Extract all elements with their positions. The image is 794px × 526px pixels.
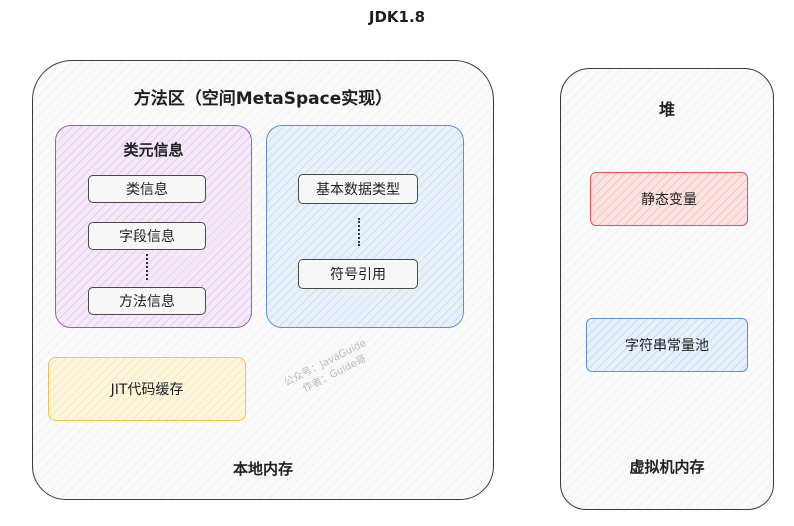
diagram-title: JDK1.8 bbox=[368, 8, 426, 26]
jvm-memory-label: 虚拟机内存 bbox=[629, 458, 705, 476]
class-info-item: 类信息 bbox=[88, 175, 206, 203]
metaspace-title: 方法区（空间MetaSpace实现） bbox=[133, 89, 393, 109]
field-info-item: 字段信息 bbox=[88, 222, 206, 250]
primitive-types-item: 基本数据类型 bbox=[298, 174, 418, 204]
static-vars-box: 静态变量 bbox=[590, 172, 748, 226]
symbol-ref-item: 符号引用 bbox=[298, 259, 418, 289]
data-type-group bbox=[266, 125, 464, 328]
class-meta-ellipsis bbox=[146, 254, 148, 280]
class-meta-title: 类元信息 bbox=[123, 141, 184, 159]
static-vars-label: 静态变量 bbox=[641, 192, 697, 208]
string-pool-box: 字符串常量池 bbox=[586, 318, 748, 372]
data-type-ellipsis bbox=[358, 218, 360, 246]
string-pool-label: 字符串常量池 bbox=[625, 338, 709, 354]
jit-cache-label: JIT代码缓存 bbox=[110, 382, 184, 398]
heap-title: 堆 bbox=[658, 100, 675, 119]
native-memory-label: 本地内存 bbox=[232, 460, 293, 478]
jvm-memory-region bbox=[560, 68, 774, 510]
jit-cache-box: JIT代码缓存 bbox=[48, 357, 246, 421]
method-info-item: 方法信息 bbox=[88, 287, 206, 315]
